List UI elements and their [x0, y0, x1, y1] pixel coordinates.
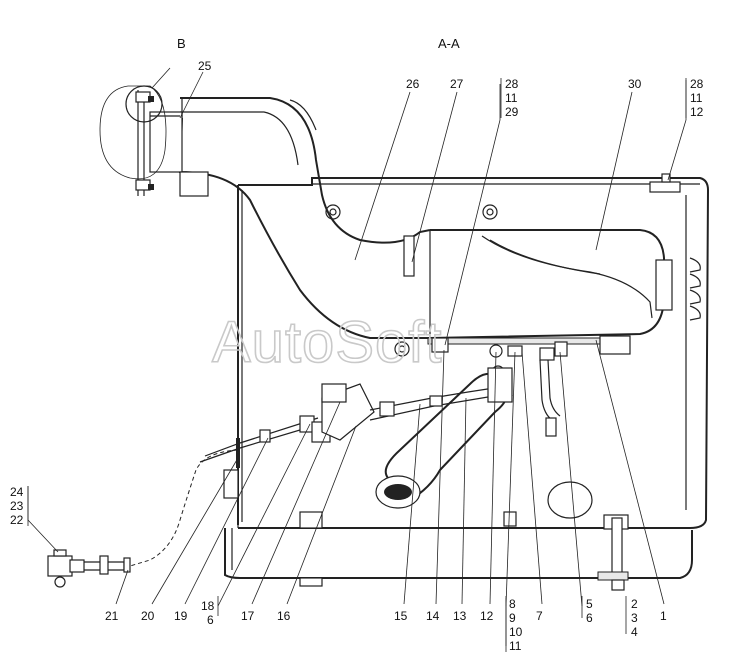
- callout-28-a: 28: [505, 77, 519, 91]
- housing: [237, 173, 710, 529]
- callout-10: 10: [509, 625, 523, 639]
- callout-4: 4: [631, 625, 638, 639]
- callout-3: 3: [631, 611, 638, 625]
- callout-30: 30: [628, 77, 642, 91]
- callout-22: 22: [10, 513, 24, 527]
- section-label: A-A: [438, 36, 460, 51]
- callout-11-b: 11: [690, 91, 703, 105]
- callout-28-b: 28: [690, 77, 704, 91]
- callout-12-a: 12: [690, 105, 704, 119]
- base-frame: [223, 469, 693, 591]
- callout-19: 19: [174, 609, 188, 623]
- callout-26: 26: [406, 77, 420, 91]
- callout-24: 24: [10, 485, 24, 499]
- callout-14: 14: [426, 609, 440, 623]
- callout-29: 29: [505, 105, 519, 119]
- callout-5: 5: [586, 597, 593, 611]
- callout-18: 18: [201, 599, 215, 613]
- callout-9: 9: [509, 611, 516, 625]
- callout-2: 2: [631, 597, 638, 611]
- detail-label: B: [177, 36, 186, 51]
- watermark: AutoSoft: [212, 310, 442, 375]
- callout-23: 23: [10, 499, 24, 513]
- callout-8: 8: [509, 597, 516, 611]
- callout-21: 21: [105, 609, 119, 623]
- leader-lines: [27, 71, 687, 646]
- callout-27: 27: [450, 77, 464, 91]
- callout-1: 1: [660, 609, 667, 623]
- detail-b: [99, 67, 180, 196]
- hose-pipe: [375, 365, 593, 519]
- stack-bars: [27, 78, 687, 652]
- callout-13: 13: [453, 609, 467, 623]
- callout-15: 15: [394, 609, 408, 623]
- callout-11-c: 11: [509, 639, 522, 653]
- callout-17: 17: [241, 609, 255, 623]
- callout-6-a: 6: [207, 613, 214, 627]
- callout-20: 20: [141, 609, 155, 623]
- callout-11-a: 11: [505, 91, 518, 105]
- callout-7: 7: [536, 609, 543, 623]
- sensor: [47, 549, 131, 588]
- valve-assembly: [199, 367, 513, 463]
- callout-6-b: 6: [586, 611, 593, 625]
- callout-25: 25: [198, 59, 212, 73]
- callout-16: 16: [277, 609, 291, 623]
- air-duct: [149, 97, 498, 357]
- callouts: 25 26 27 28 11 29 30 28 11 12 24 23 22 2…: [10, 59, 704, 653]
- callout-12-b: 12: [480, 609, 494, 623]
- cable: [129, 438, 240, 567]
- filter-housing: [403, 229, 673, 355]
